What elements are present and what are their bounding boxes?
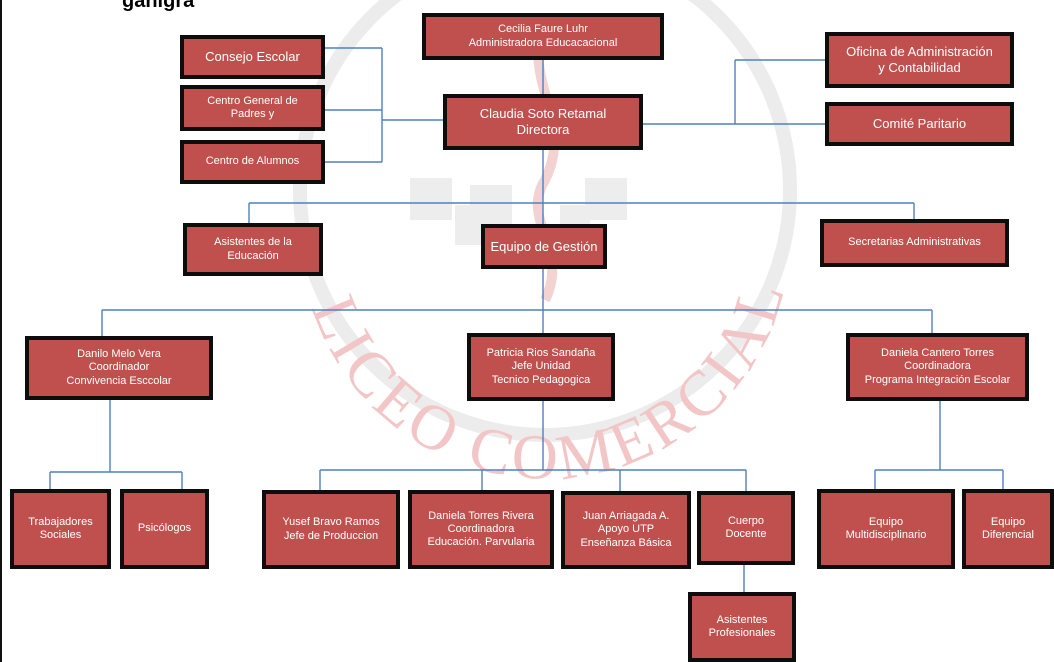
node-directora: Claudia Soto Retamal Directora xyxy=(443,94,643,150)
node-coordinador-convivencia: Danilo Melo Vera Coordinador Convivencia… xyxy=(25,336,213,400)
node-equipo-gestion-label: Equipo de Gestión xyxy=(490,238,598,254)
node-comite-paritario-label: Comité Paritario xyxy=(872,116,967,132)
node-jefe-produccion: Yusef Bravo Ramos Jefe de Produccion xyxy=(262,490,400,569)
node-trabajadores-sociales: Trabajadores Sociales xyxy=(10,489,111,569)
node-trabajadores-sociales-label: Trabajadores Sociales xyxy=(28,515,93,541)
node-equipo-diferencial-label: Equipo Diferencial xyxy=(982,515,1034,541)
page-left-rule xyxy=(0,0,2,662)
node-secretarias: Secretarias Administrativas xyxy=(820,219,1009,267)
node-administradora-label: Cecilia Faure Luhr Administradora Educac… xyxy=(468,23,618,49)
node-jefe-produccion-label: Yusef Bravo Ramos Jefe de Produccion xyxy=(282,516,380,542)
node-comite-paritario: Comité Paritario xyxy=(825,102,1014,146)
node-equipo-diferencial: Equipo Diferencial xyxy=(962,489,1054,569)
node-apoyo-utp-basica: Juan Arriagada A. Apoyo UTP Enseñanza Bá… xyxy=(561,491,691,569)
node-asistentes-educacion-label: Asistentes de la Educación xyxy=(214,236,292,262)
node-psicologos-label: Psicólogos xyxy=(137,522,192,535)
node-coordinadora-pie: Daniela Cantero Torres Coordinadora Prog… xyxy=(846,333,1029,401)
node-centro-padres: Centro General de Padres y xyxy=(180,85,325,131)
node-asistentes-educacion: Asistentes de la Educación xyxy=(183,223,323,276)
node-centro-alumnos-label: Centro de Alumnos xyxy=(205,155,300,168)
node-equipo-multidisciplinario: Equipo Multidisciplinario xyxy=(817,489,955,569)
node-equipo-multidisciplinario-label: Equipo Multidisciplinario xyxy=(845,515,927,541)
node-asistentes-profesionales: Asistentes Profesionales xyxy=(688,592,796,662)
node-coordinadora-parvularia-label: Daniela Torres Rivera Coordinadora Educa… xyxy=(427,509,535,549)
node-asistentes-profesionales-label: Asistentes Profesionales xyxy=(708,613,776,639)
node-psicologos: Psicólogos xyxy=(120,489,209,569)
node-consejo-escolar-label: Consejo Escolar xyxy=(205,49,300,65)
node-centro-padres-label: Centro General de Padres y xyxy=(207,94,298,120)
node-oficina-administracion: Oficina de Administración y Contabilidad xyxy=(825,32,1014,88)
node-equipo-gestion: Equipo de Gestión xyxy=(481,224,607,269)
node-jefe-utp-label: Patricia Rios Sandaña Jefe Unidad Tecnic… xyxy=(486,347,596,386)
node-coordinadora-pie-label: Daniela Cantero Torres Coordinadora Prog… xyxy=(864,347,1011,386)
node-administradora: Cecilia Faure Luhr Administradora Educac… xyxy=(422,13,664,60)
node-secretarias-label: Secretarias Administrativas xyxy=(848,236,981,249)
node-jefe-utp: Patricia Rios Sandaña Jefe Unidad Tecnic… xyxy=(467,333,615,401)
node-directora-label: Claudia Soto Retamal Directora xyxy=(479,106,607,137)
node-oficina-administracion-label: Oficina de Administración y Contabilidad xyxy=(846,44,993,75)
node-coordinador-convivencia-label: Danilo Melo Vera Coordinador Convivencia… xyxy=(66,348,172,387)
node-cuerpo-docente-label: Cuerpo Docente xyxy=(725,514,767,540)
page-title-fragment: ganigra xyxy=(122,0,195,12)
node-centro-alumnos: Centro de Alumnos xyxy=(180,140,325,184)
node-cuerpo-docente: Cuerpo Docente xyxy=(697,491,795,565)
node-consejo-escolar: Consejo Escolar xyxy=(180,35,325,79)
node-coordinadora-parvularia: Daniela Torres Rivera Coordinadora Educa… xyxy=(408,490,554,569)
node-apoyo-utp-basica-label: Juan Arriagada A. Apoyo UTP Enseñanza Bá… xyxy=(580,510,672,549)
